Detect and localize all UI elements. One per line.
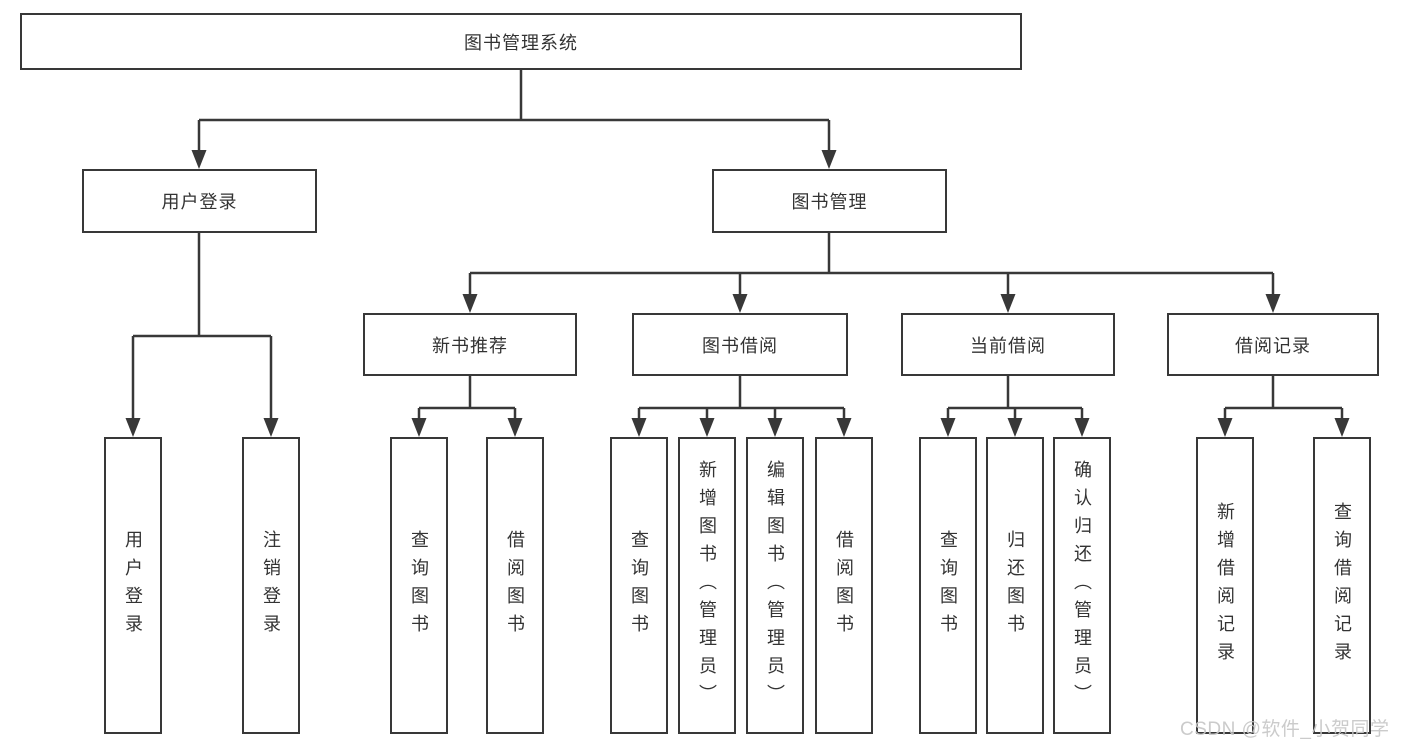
- node-label: 图书管理系统: [464, 32, 578, 53]
- connector-paths: [131, 70, 1344, 420]
- leaf-label: 确认归还（管理员）: [1072, 459, 1092, 712]
- leaf-label: 查询图书: [938, 529, 958, 642]
- leaf-logout: 注销登录: [242, 437, 300, 734]
- leaf-label: 查询图书: [409, 529, 429, 642]
- node-label: 借阅记录: [1235, 335, 1311, 356]
- leaf-label: 注销登录: [261, 529, 281, 642]
- node-borrow-records: 借阅记录: [1167, 313, 1379, 376]
- leaf-label: 借阅图书: [834, 529, 854, 642]
- node-library-system: 图书管理系统: [20, 13, 1022, 70]
- leaf-records-query-record: 查询借阅记录: [1313, 437, 1371, 734]
- node-label: 图书管理: [791, 192, 868, 212]
- leaf-label: 新增借阅记录: [1215, 501, 1235, 670]
- leaf-borrow-borrow-books: 借阅图书: [815, 437, 873, 734]
- leaf-current-confirm-return-admin: 确认归还（管理员）: [1053, 437, 1111, 734]
- node-book-borrow: 图书借阅: [632, 313, 848, 376]
- leaf-label: 借阅图书: [505, 529, 525, 642]
- leaf-borrow-edit-books-admin: 编辑图书（管理员）: [746, 437, 804, 734]
- csdn-watermark: CSDN @软件_小贺同学: [1180, 719, 1390, 740]
- leaf-borrow-add-books-admin: 新增图书（管理员）: [678, 437, 736, 734]
- leaf-label: 用户登录: [123, 529, 143, 642]
- leaf-label: 查询图书: [629, 529, 649, 642]
- leaf-records-add-record: 新增借阅记录: [1196, 437, 1254, 734]
- leaf-label: 新增图书（管理员）: [697, 459, 717, 712]
- node-label: 当前借阅: [970, 335, 1046, 356]
- node-label: 图书借阅: [702, 335, 778, 356]
- leaf-newbooks-query-books: 查询图书: [390, 437, 448, 734]
- leaf-label: 查询借阅记录: [1332, 501, 1352, 670]
- leaf-current-query-books: 查询图书: [919, 437, 977, 734]
- leaf-label: 归还图书: [1005, 529, 1025, 642]
- node-label: 新书推荐: [432, 335, 508, 356]
- node-current-borrow: 当前借阅: [901, 313, 1115, 376]
- node-label: 用户登录: [161, 192, 238, 212]
- node-user-login: 用户登录: [82, 169, 317, 233]
- node-book-management: 图书管理: [712, 169, 947, 233]
- leaf-current-return-books: 归还图书: [986, 437, 1044, 734]
- node-new-book-recommend: 新书推荐: [363, 313, 577, 376]
- leaf-newbooks-borrow-books: 借阅图书: [486, 437, 544, 734]
- leaf-borrow-query-books: 查询图书: [610, 437, 668, 734]
- leaf-user-login: 用户登录: [104, 437, 162, 734]
- arrowheads: [125, 150, 1350, 437]
- leaf-label: 编辑图书（管理员）: [765, 459, 785, 712]
